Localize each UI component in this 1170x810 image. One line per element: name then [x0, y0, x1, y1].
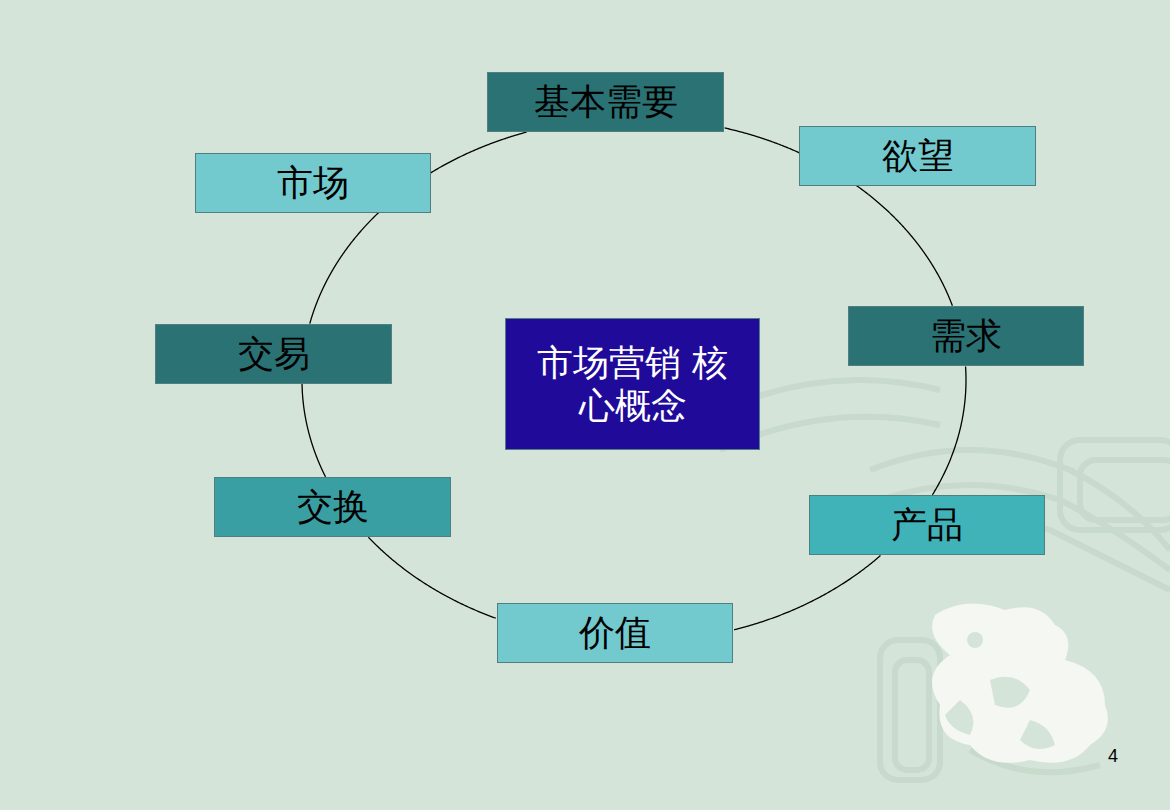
- concept-box-dark: 需求: [848, 306, 1084, 366]
- ring-arc: [302, 384, 326, 477]
- concept-box-dark: 交易: [155, 324, 392, 384]
- ring-arc: [368, 537, 495, 618]
- concept-label: 市场: [277, 161, 349, 204]
- ring-arc: [932, 367, 966, 495]
- concept-box-light: 欲望: [799, 126, 1036, 186]
- concept-label: 产品: [891, 503, 963, 546]
- concept-box-light: 市场: [195, 153, 431, 213]
- concept-box-light: 价值: [497, 603, 733, 663]
- concept-box-mid: 交换: [214, 477, 451, 537]
- concept-label: 价值: [579, 611, 651, 654]
- dragon-emblem: [932, 604, 1108, 763]
- concept-label: 市场营销 核心概念: [528, 341, 738, 427]
- concept-box-mid: 产品: [809, 495, 1045, 555]
- ring-arc: [310, 219, 372, 323]
- page-number: 4: [1108, 746, 1118, 767]
- concept-label: 交换: [297, 485, 369, 528]
- concept-label: 需求: [930, 314, 1002, 357]
- concept-box-dark: 基本需要: [487, 72, 724, 132]
- concept-label: 欲望: [882, 134, 954, 177]
- core-concept-box: 市场营销 核心概念: [505, 318, 760, 450]
- ring-arc: [869, 195, 953, 306]
- concept-label: 基本需要: [534, 80, 678, 123]
- ring-arc: [734, 555, 880, 629]
- concept-label: 交易: [238, 332, 310, 375]
